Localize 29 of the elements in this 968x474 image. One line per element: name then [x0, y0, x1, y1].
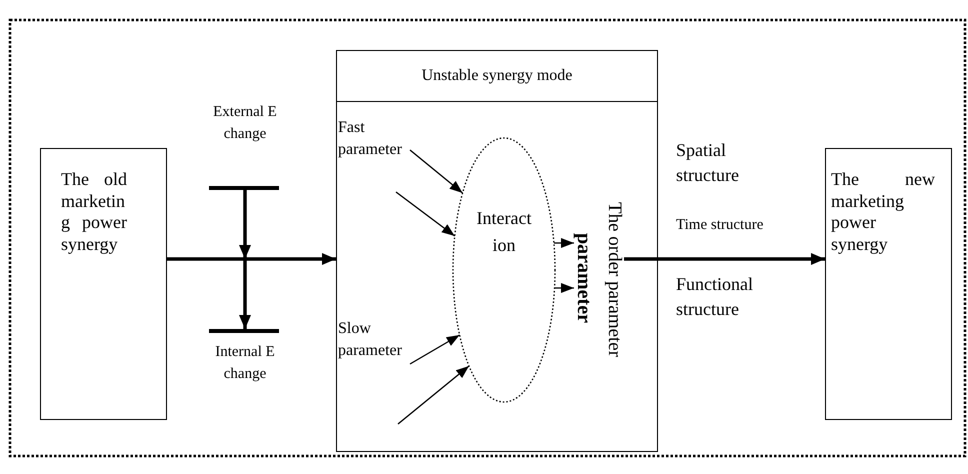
parameter-label: Fast parameter	[338, 118, 403, 160]
process-box	[825, 148, 952, 420]
bar-caption: Internal E change	[214, 343, 276, 384]
box-text: The old marketin g power synergy	[61, 169, 127, 256]
dotted-ellipse	[452, 137, 556, 403]
arrow	[410, 334, 460, 365]
structure-label: Time structure	[676, 216, 764, 235]
barrier-bar	[209, 329, 279, 333]
vertical-bold-label: parameter	[574, 233, 594, 323]
arrow	[624, 253, 825, 265]
arrow	[396, 191, 456, 237]
mode-panel	[336, 50, 658, 452]
arrow	[398, 366, 470, 424]
process-box	[40, 148, 167, 420]
arrow	[554, 238, 574, 248]
structure-label: Spatial structure	[676, 139, 740, 188]
parameter-label: Slow parameter	[338, 319, 403, 361]
arrow	[239, 190, 251, 259]
bar-caption: External E change	[212, 103, 278, 144]
arrow	[167, 253, 336, 265]
vertical-label: The order parameter	[605, 202, 624, 358]
arrow	[554, 283, 574, 293]
barrier-bar	[209, 186, 279, 190]
arrow	[410, 150, 463, 194]
panel-heading: Unstable synergy mode	[337, 51, 657, 102]
structure-label: Functional structure	[676, 273, 754, 322]
box-text: The new marketing power synergy	[831, 169, 935, 256]
arrow	[239, 259, 251, 329]
ellipse-label: Interact ion	[476, 207, 532, 257]
